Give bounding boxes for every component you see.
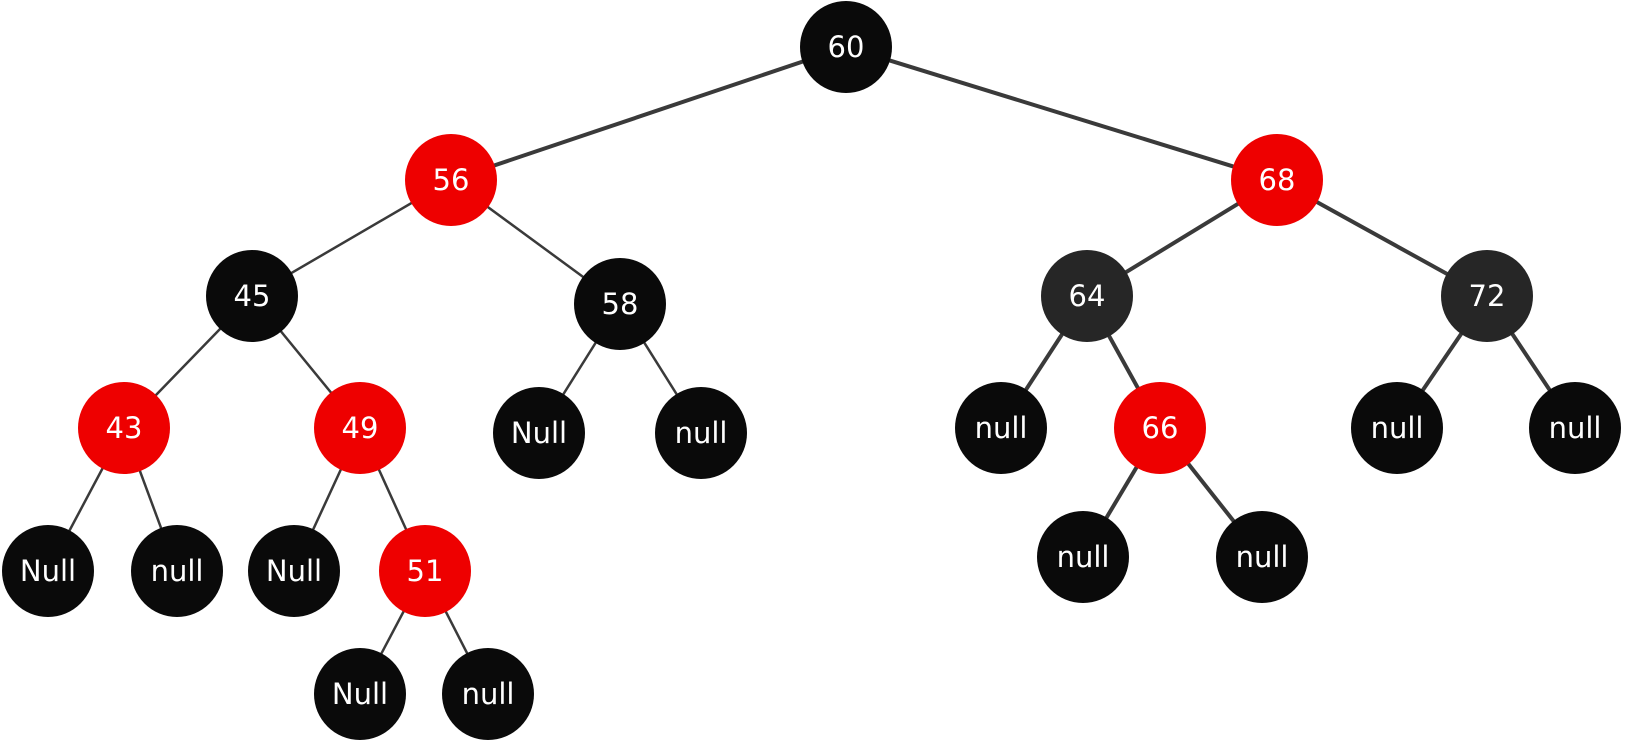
tree-node-n66R: null [1216,511,1308,603]
tree-node-n49L: Null [248,525,340,617]
node-circle [1114,382,1206,474]
tree-node-n58R: null [655,387,747,479]
node-circle [1216,511,1308,603]
tree-node-n43: 43 [78,382,170,474]
node-label: null [675,416,728,450]
tree-node-n51R: null [442,648,534,740]
tree-node-n56: 56 [405,134,497,226]
tree-node-n45: 45 [206,250,298,342]
node-label: 64 [1069,279,1106,313]
node-label: 43 [106,411,143,445]
tree-node-n58L: Null [493,387,585,479]
node-circle [1441,250,1533,342]
node-circle [1037,511,1129,603]
node-circle [78,382,170,474]
node-label: Null [332,677,388,711]
node-label: 68 [1259,163,1296,197]
node-circle [2,525,94,617]
node-label: 58 [602,287,639,321]
node-label: 60 [828,30,865,64]
node-label: null [1371,411,1424,445]
tree-node-n72: 72 [1441,250,1533,342]
node-circle [655,387,747,479]
node-label: null [975,411,1028,445]
tree-node-n51: 51 [379,525,471,617]
tree-node-n51L: Null [314,648,406,740]
node-label: 56 [433,163,470,197]
node-label: 66 [1142,411,1179,445]
node-circle [379,525,471,617]
node-label: null [1057,540,1110,574]
tree-node-n43R: null [131,525,223,617]
node-circle [1041,250,1133,342]
node-label: 51 [407,554,444,588]
tree-node-n64L: null [955,382,1047,474]
tree-node-n49: 49 [314,382,406,474]
node-circle [314,648,406,740]
node-circle [800,1,892,93]
node-circle [1351,382,1443,474]
node-label: null [151,554,204,588]
node-circle [442,648,534,740]
tree-node-n72R: null [1529,382,1621,474]
node-label: null [1236,540,1289,574]
node-label: null [1549,411,1602,445]
node-circle [405,134,497,226]
tree-node-n66L: null [1037,511,1129,603]
node-label: 49 [342,411,379,445]
node-circle [314,382,406,474]
node-circle [1529,382,1621,474]
node-circle [248,525,340,617]
tree-node-n60: 60 [800,1,892,93]
node-circle [1231,134,1323,226]
node-label: 45 [234,279,271,313]
node-circle [493,387,585,479]
edge-n60-n68 [845,45,1278,182]
node-label: 72 [1469,279,1506,313]
node-circle [131,525,223,617]
node-circle [955,382,1047,474]
tree-node-n66: 66 [1114,382,1206,474]
tree-node-n58: 58 [574,258,666,350]
node-label: Null [511,416,567,450]
node-label: Null [20,554,76,588]
edge-n60-n56 [450,45,847,182]
node-circle [206,250,298,342]
tree-node-n68: 68 [1231,134,1323,226]
node-circle [574,258,666,350]
tree-node-n64: 64 [1041,250,1133,342]
tree-node-n43L: Null [2,525,94,617]
tree-node-n72L: null [1351,382,1443,474]
node-label: null [462,677,515,711]
node-label: Null [266,554,322,588]
